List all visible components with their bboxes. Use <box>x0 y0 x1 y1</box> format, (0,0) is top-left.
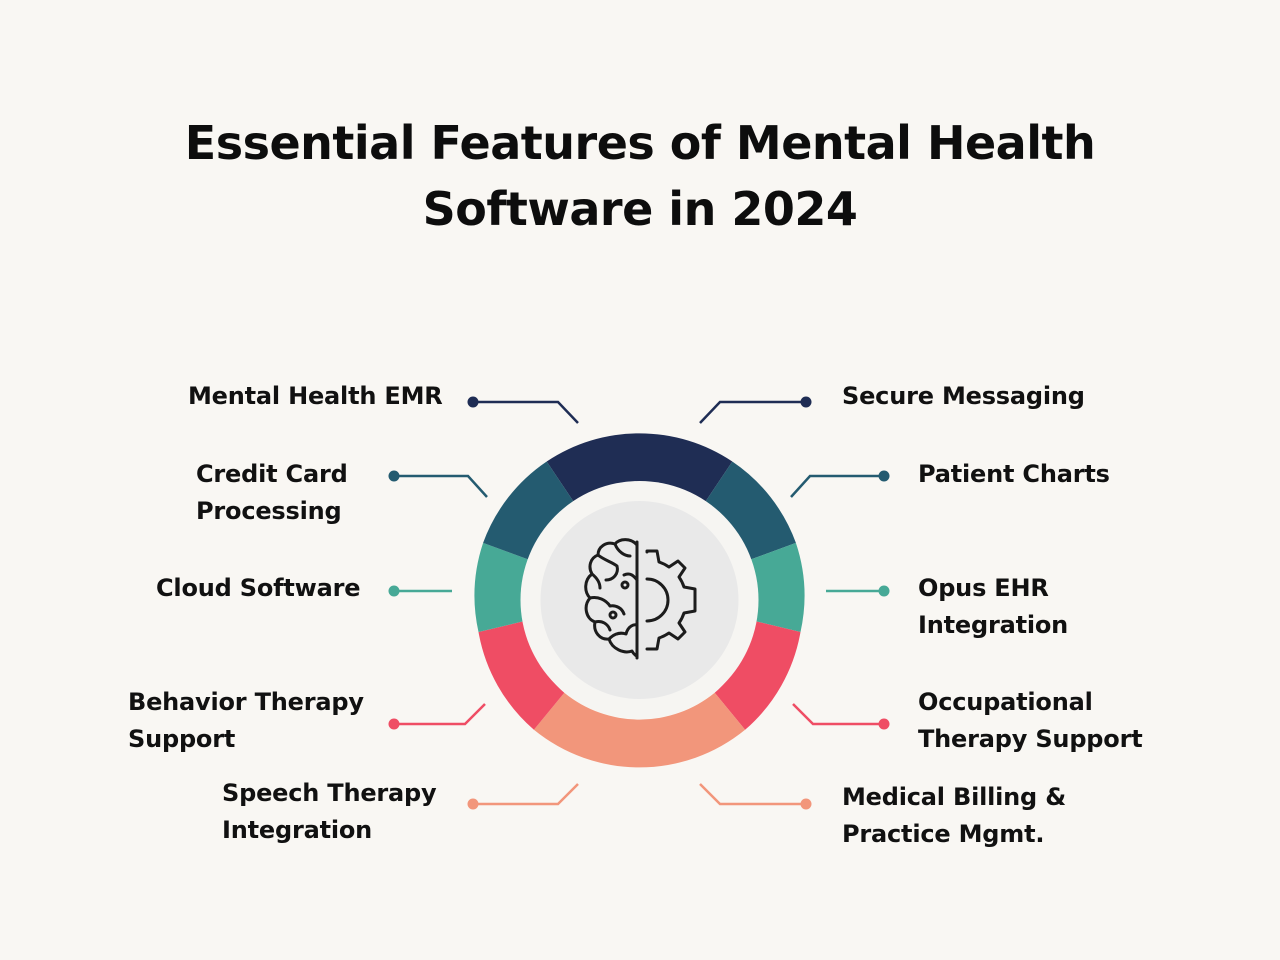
ring-segment-cloud-software <box>474 542 529 632</box>
connector-speech-therapy <box>467 783 579 810</box>
inner-disc <box>540 501 739 699</box>
ring-segment-occupational-therapy <box>714 620 801 730</box>
feature-label-secure-messaging: Secure Messaging <box>842 378 1085 415</box>
page-title: Essential Features of Mental Health Soft… <box>140 110 1140 242</box>
feature-label-line: Integration <box>222 816 373 844</box>
feature-label-line: Speech Therapy <box>222 779 437 807</box>
ring-segment-mental-health-emr <box>546 433 733 502</box>
feature-label-line: Cloud Software <box>156 574 361 602</box>
connector-occupational-therapy <box>792 703 890 730</box>
connector-medical-billing <box>699 783 812 810</box>
ring-segment-secure-messaging <box>705 461 796 560</box>
feature-label-opus-ehr: Opus EHR Integration <box>918 570 1068 644</box>
connector-behavior-therapy <box>388 703 486 730</box>
connector-patient-charts <box>790 470 890 498</box>
feature-label-line: Opus EHR <box>918 574 1049 602</box>
ring-segment-speech-and-billing <box>533 692 746 768</box>
title-line-1: Essential Features of Mental Health <box>184 116 1096 170</box>
ring-segment-behavior-therapy <box>478 620 565 730</box>
feature-label-occupational-therapy: Occupational Therapy Support <box>918 684 1143 758</box>
feature-label-line: Behavior Therapy <box>128 688 364 716</box>
title-line-2: Software in 2024 <box>422 182 858 236</box>
feature-label-line: Secure Messaging <box>842 382 1085 410</box>
feature-label-patient-charts: Patient Charts <box>918 456 1110 493</box>
ring-segment-opus-ehr <box>750 542 805 632</box>
feature-label-behavior-therapy: Behavior Therapy Support <box>128 684 364 758</box>
feature-label-line: Support <box>128 725 236 753</box>
feature-label-credit-card: Credit Card Processing <box>196 456 348 530</box>
feature-label-line: Medical Billing & <box>842 783 1066 811</box>
connector-cloud-software <box>388 585 452 597</box>
connector-credit-card <box>388 470 488 498</box>
connectors <box>388 396 890 810</box>
feature-label-line: Credit Card <box>196 460 348 488</box>
feature-label-line: Integration <box>918 611 1069 639</box>
feature-label-line: Occupational <box>918 688 1093 716</box>
brain-gear-icon <box>584 538 697 660</box>
feature-label-mental-health-emr: Mental Health EMR <box>188 378 443 415</box>
feature-label-line: Patient Charts <box>918 460 1110 488</box>
connector-opus-ehr <box>826 585 890 597</box>
ring-segments <box>474 433 805 768</box>
feature-label-cloud-software: Cloud Software <box>156 570 361 607</box>
connector-secure-messaging <box>699 396 812 424</box>
feature-label-line: Mental Health EMR <box>188 382 443 410</box>
feature-label-line: Processing <box>196 497 342 525</box>
connector-mental-health-emr <box>467 396 579 424</box>
feature-label-line: Practice Mgmt. <box>842 820 1045 848</box>
feature-label-speech-therapy: Speech Therapy Integration <box>222 775 437 849</box>
ring-segment-credit-card <box>483 461 574 560</box>
feature-label-medical-billing: Medical Billing & Practice Mgmt. <box>842 779 1066 853</box>
feature-label-line: Therapy Support <box>918 725 1143 753</box>
